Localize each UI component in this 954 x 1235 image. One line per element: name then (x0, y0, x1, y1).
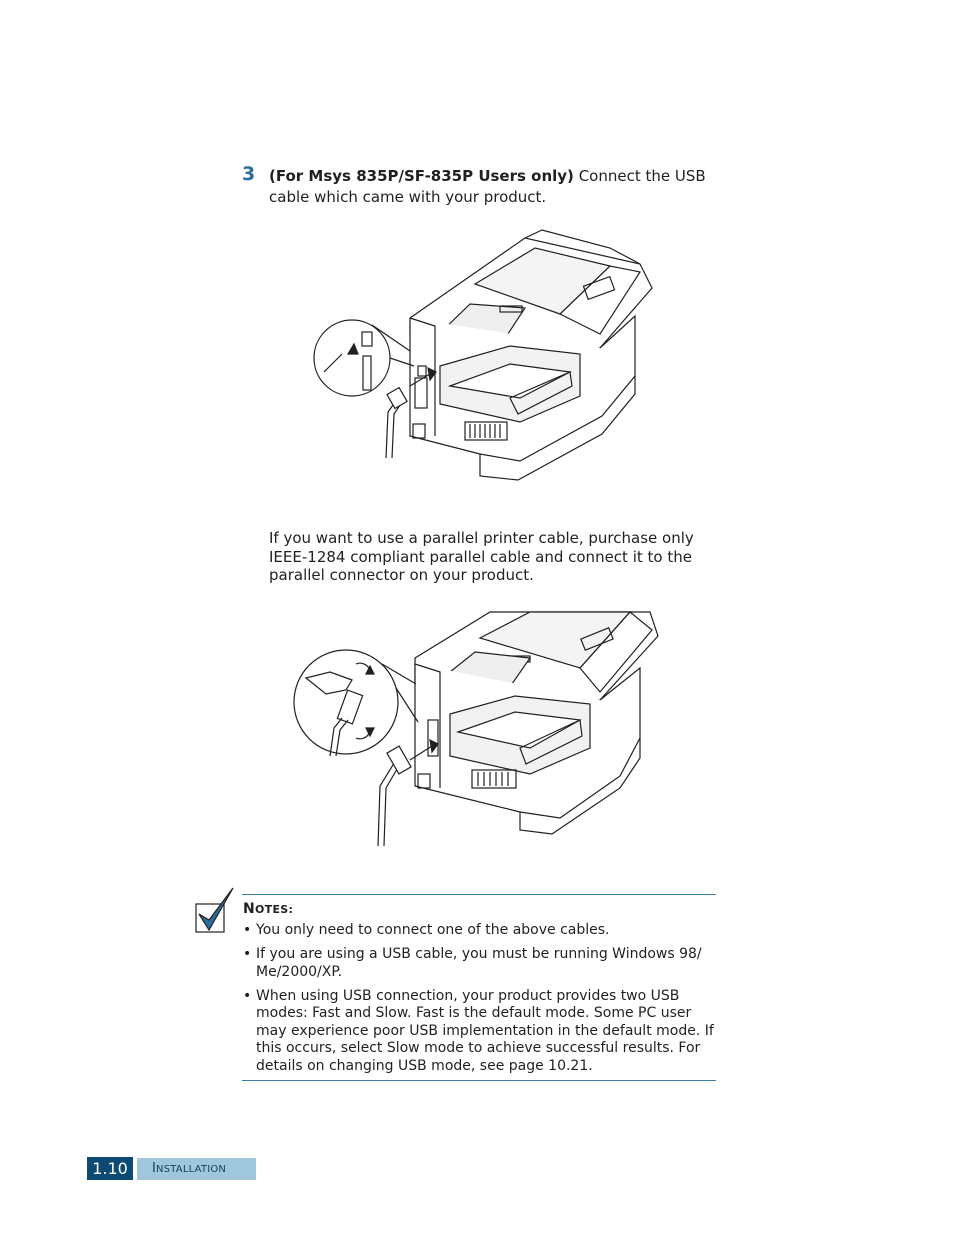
parallel-cable-paragraph: If you want to use a parallel printer ca… (269, 529, 694, 584)
note-text: If you are using a USB cable, you must b… (256, 946, 702, 980)
notes-title: NOTES: (243, 901, 293, 917)
page-number: 1.10 (87, 1157, 133, 1180)
step-body: Connect the USB cable which came with yo… (269, 167, 706, 206)
usb-connection-illustration (310, 226, 660, 484)
section-initial: I (152, 1161, 157, 1176)
notes-top-rule (242, 894, 716, 895)
checkmark-icon (193, 886, 237, 936)
bullet: • (243, 922, 252, 938)
step-bold-prefix: (For Msys 835P/SF-835P Users only) (269, 167, 574, 185)
list-item: •If you are using a USB cable, you must … (243, 946, 717, 981)
notes-title-initial: N (243, 901, 256, 917)
notes-list: •You only need to connect one of the abo… (243, 922, 717, 1082)
notes-title-rest: OTES: (255, 903, 294, 916)
note-text: You only need to connect one of the abov… (256, 922, 610, 938)
section-label: INSTALLATION (137, 1158, 256, 1180)
notes-bottom-rule (242, 1080, 716, 1081)
parallel-connection-illustration (290, 608, 662, 852)
bullet: • (243, 946, 252, 962)
step-number: 3 (242, 163, 256, 185)
bullet: • (243, 987, 252, 1004)
note-text: When using USB connection, your product … (256, 987, 714, 1074)
list-item: •You only need to connect one of the abo… (243, 922, 717, 940)
section-rest: NSTALLATION (156, 1164, 227, 1175)
step-text: (For Msys 835P/SF-835P Users only) Conne… (269, 166, 719, 208)
list-item: •When using USB connection, your product… (243, 988, 717, 1076)
